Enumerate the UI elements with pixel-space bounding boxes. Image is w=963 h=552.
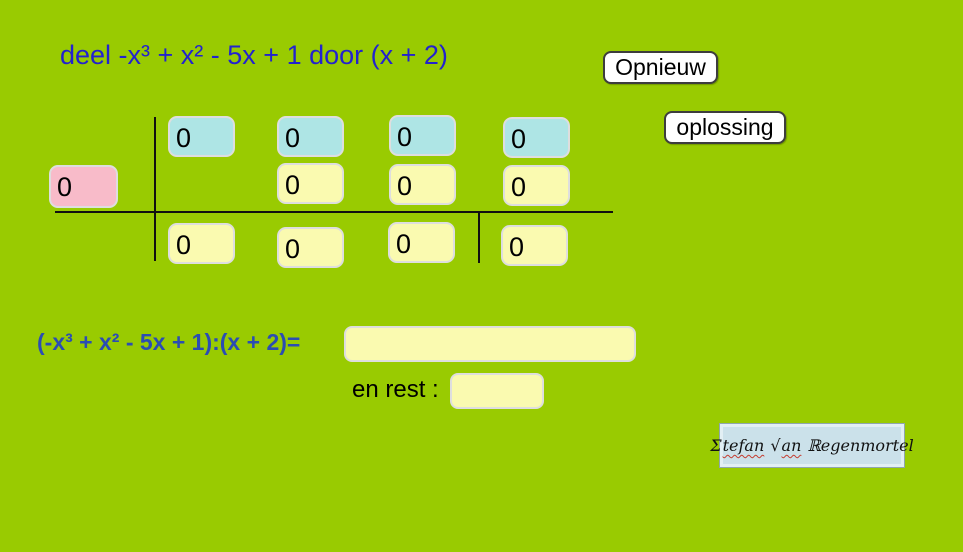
signature-text-part: ℝegenmortel (802, 436, 914, 455)
divisor-root-input[interactable]: 0 (49, 165, 118, 208)
coefficient-input-4[interactable]: 0 (503, 117, 570, 158)
result-input-3[interactable]: 0 (388, 222, 455, 263)
coefficient-input-3[interactable]: 0 (389, 115, 456, 156)
division-horizontal-line (55, 211, 613, 213)
product-input-2[interactable]: 0 (389, 164, 456, 205)
result-input-2[interactable]: 0 (277, 227, 344, 268)
quotient-input[interactable] (344, 326, 636, 362)
result-input-4[interactable]: 0 (501, 225, 568, 266)
signature-sqrt-glyph: √ (765, 436, 781, 455)
signature-text-part: an (781, 436, 802, 455)
remainder-label: en rest : (352, 376, 439, 403)
remainder-input[interactable] (450, 373, 544, 409)
exercise-title: deel -x³ + x² - 5x + 1 door (x + 2) (60, 40, 448, 70)
result-input-1[interactable]: 0 (168, 223, 235, 264)
signature-text-part: tefan (722, 436, 765, 455)
division-vertical-line (154, 117, 156, 261)
coefficient-input-1[interactable]: 0 (168, 116, 235, 157)
remainder-separator-line (478, 212, 480, 263)
signature-sigma-glyph: Σ (710, 436, 722, 455)
product-input-1[interactable]: 0 (277, 163, 344, 204)
quotient-label: (-x³ + x² - 5x + 1):(x + 2)= (37, 329, 301, 355)
reset-button[interactable]: Opnieuw (603, 51, 718, 84)
coefficient-input-2[interactable]: 0 (277, 116, 344, 157)
solution-button[interactable]: oplossing (664, 111, 786, 144)
product-input-3[interactable]: 0 (503, 165, 570, 206)
